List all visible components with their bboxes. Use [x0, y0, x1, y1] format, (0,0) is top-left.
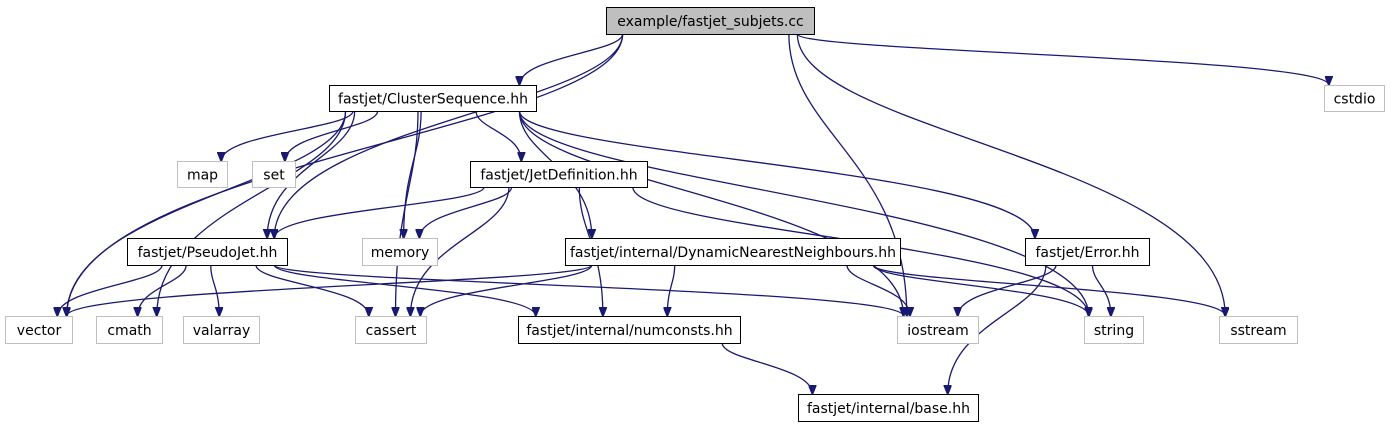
node-string: string: [1084, 316, 1144, 344]
node-box-root: [606, 7, 815, 35]
edge-pseudojet-to-iostream: [273, 264, 903, 316]
node-set: set: [252, 161, 296, 188]
edge-clusterseq-to-iostream: [518, 110, 903, 316]
node-box-cmath: [96, 316, 163, 344]
edge-jetdef-to-pseudojet: [274, 186, 485, 238]
node-numconsts[interactable]: fastjet/internal/numconsts.hh: [518, 316, 741, 344]
node-vector: vector: [5, 316, 73, 344]
edge-error-to-string: [1091, 264, 1110, 316]
node-box-dnn: [565, 238, 901, 266]
node-box-iostream: [897, 316, 979, 344]
edge-dnn-to-string: [872, 264, 1089, 316]
node-label-valarray: valarray: [193, 323, 250, 339]
node-iostream: iostream: [897, 316, 979, 344]
edge-clusterseq-to-memory: [404, 110, 422, 238]
node-label-clusterseq: fastjet/ClusterSequence.hh: [338, 92, 528, 108]
edge-root-to-sstream: [796, 33, 1225, 316]
node-cstdio: cstdio: [1324, 85, 1385, 112]
node-label-numconsts: fastjet/internal/numconsts.hh: [526, 323, 732, 339]
node-dnn[interactable]: fastjet/internal/DynamicNearestNeighbour…: [565, 238, 901, 266]
node-box-vector: [5, 316, 73, 344]
edge-clusterseq-to-vector: [67, 110, 347, 316]
edge-root-to-clusterseq: [519, 33, 624, 85]
node-label-error: fastjet/Error.hh: [1035, 245, 1139, 261]
node-label-pseudojet: fastjet/PseudoJet.hh: [138, 245, 278, 261]
edge-clusterseq-to-error: [518, 110, 1034, 238]
node-label-iostream: iostream: [907, 323, 969, 339]
edge-jetdef-to-cassert: [410, 186, 510, 316]
edge-clusterseq-to-jetdef: [475, 110, 521, 161]
edge-root-to-cstdio: [796, 33, 1328, 85]
node-box-error: [1025, 238, 1150, 266]
edge-clusterseq-to-pseudojet: [267, 110, 356, 238]
edge-pseudojet-to-valarray: [210, 264, 219, 316]
edge-clusterseq-to-map: [221, 110, 354, 161]
node-jetdef[interactable]: fastjet/JetDefinition.hh: [470, 161, 648, 188]
node-box-jetdef: [470, 161, 648, 188]
edge-clusterseq-to-string: [518, 110, 1088, 316]
edges-layer: [57, 33, 1328, 394]
node-pseudojet[interactable]: fastjet/PseudoJet.hh: [127, 238, 288, 266]
edge-dnn-to-cassert: [420, 264, 593, 316]
node-clusterseq[interactable]: fastjet/ClusterSequence.hh: [329, 85, 537, 112]
node-box-sstream: [1219, 316, 1298, 344]
node-label-set: set: [263, 168, 285, 184]
node-label-sstream: sstream: [1230, 323, 1286, 339]
edge-pseudojet-to-vector: [57, 264, 163, 316]
node-label-dnn: fastjet/internal/DynamicNearestNeighbour…: [570, 245, 896, 261]
node-label-memory: memory: [371, 245, 430, 261]
node-box-numconsts: [518, 316, 741, 344]
node-label-base: fastjet/internal/base.hh: [807, 401, 970, 417]
node-cmath: cmath: [96, 316, 163, 344]
node-root[interactable]: example/fastjet_subjets.cc: [606, 7, 815, 35]
node-cassert: cassert: [355, 316, 427, 344]
edge-pseudojet-to-cassert: [255, 264, 369, 316]
node-label-vector: vector: [17, 323, 62, 339]
node-box-cstdio: [1324, 85, 1385, 112]
node-sstream: sstream: [1219, 316, 1298, 344]
edge-numconsts-to-base: [721, 342, 812, 394]
edge-dnn-to-vector: [67, 264, 593, 316]
node-box-set: [252, 161, 296, 188]
node-label-jetdef: fastjet/JetDefinition.hh: [480, 168, 637, 184]
edge-clusterseq-to-set: [285, 110, 379, 161]
node-box-clusterseq: [329, 85, 537, 112]
node-error[interactable]: fastjet/Error.hh: [1025, 238, 1150, 266]
node-box-map: [177, 161, 228, 188]
edge-error-to-iostream: [958, 264, 1057, 316]
node-label-map: map: [187, 168, 218, 184]
edge-error-to-base: [948, 264, 1047, 394]
edge-root-to-pseudojet: [274, 33, 624, 238]
edge-pseudojet-to-numconsts: [273, 264, 536, 316]
edge-dnn-to-iostream: [846, 264, 910, 316]
edge-pseudojet-to-cmath: [138, 264, 187, 316]
node-box-valarray: [183, 316, 260, 344]
node-box-string: [1084, 316, 1144, 344]
edge-clusterseq-to-cmath: [157, 110, 347, 316]
node-valarray: valarray: [183, 316, 260, 344]
node-label-root: example/fastjet_subjets.cc: [617, 14, 803, 30]
node-map: map: [177, 161, 228, 188]
edge-clusterseq-to-cassert: [395, 110, 419, 316]
node-box-memory: [362, 238, 438, 266]
node-box-base: [798, 394, 979, 422]
node-label-cassert: cassert: [366, 323, 417, 339]
node-label-cstdio: cstdio: [1334, 92, 1376, 108]
node-label-string: string: [1094, 323, 1134, 339]
edge-dnn-to-sstream: [872, 264, 1225, 316]
nodes-layer: example/fastjet_subjets.cc fastjet/Cluste…: [5, 7, 1385, 422]
node-base[interactable]: fastjet/internal/base.hh: [798, 394, 979, 422]
node-memory: memory: [362, 238, 438, 266]
edge-dnn-to-numconsts: [667, 264, 676, 316]
node-label-cmath: cmath: [107, 323, 151, 339]
node-box-pseudojet: [127, 238, 288, 266]
node-box-cassert: [355, 316, 427, 344]
